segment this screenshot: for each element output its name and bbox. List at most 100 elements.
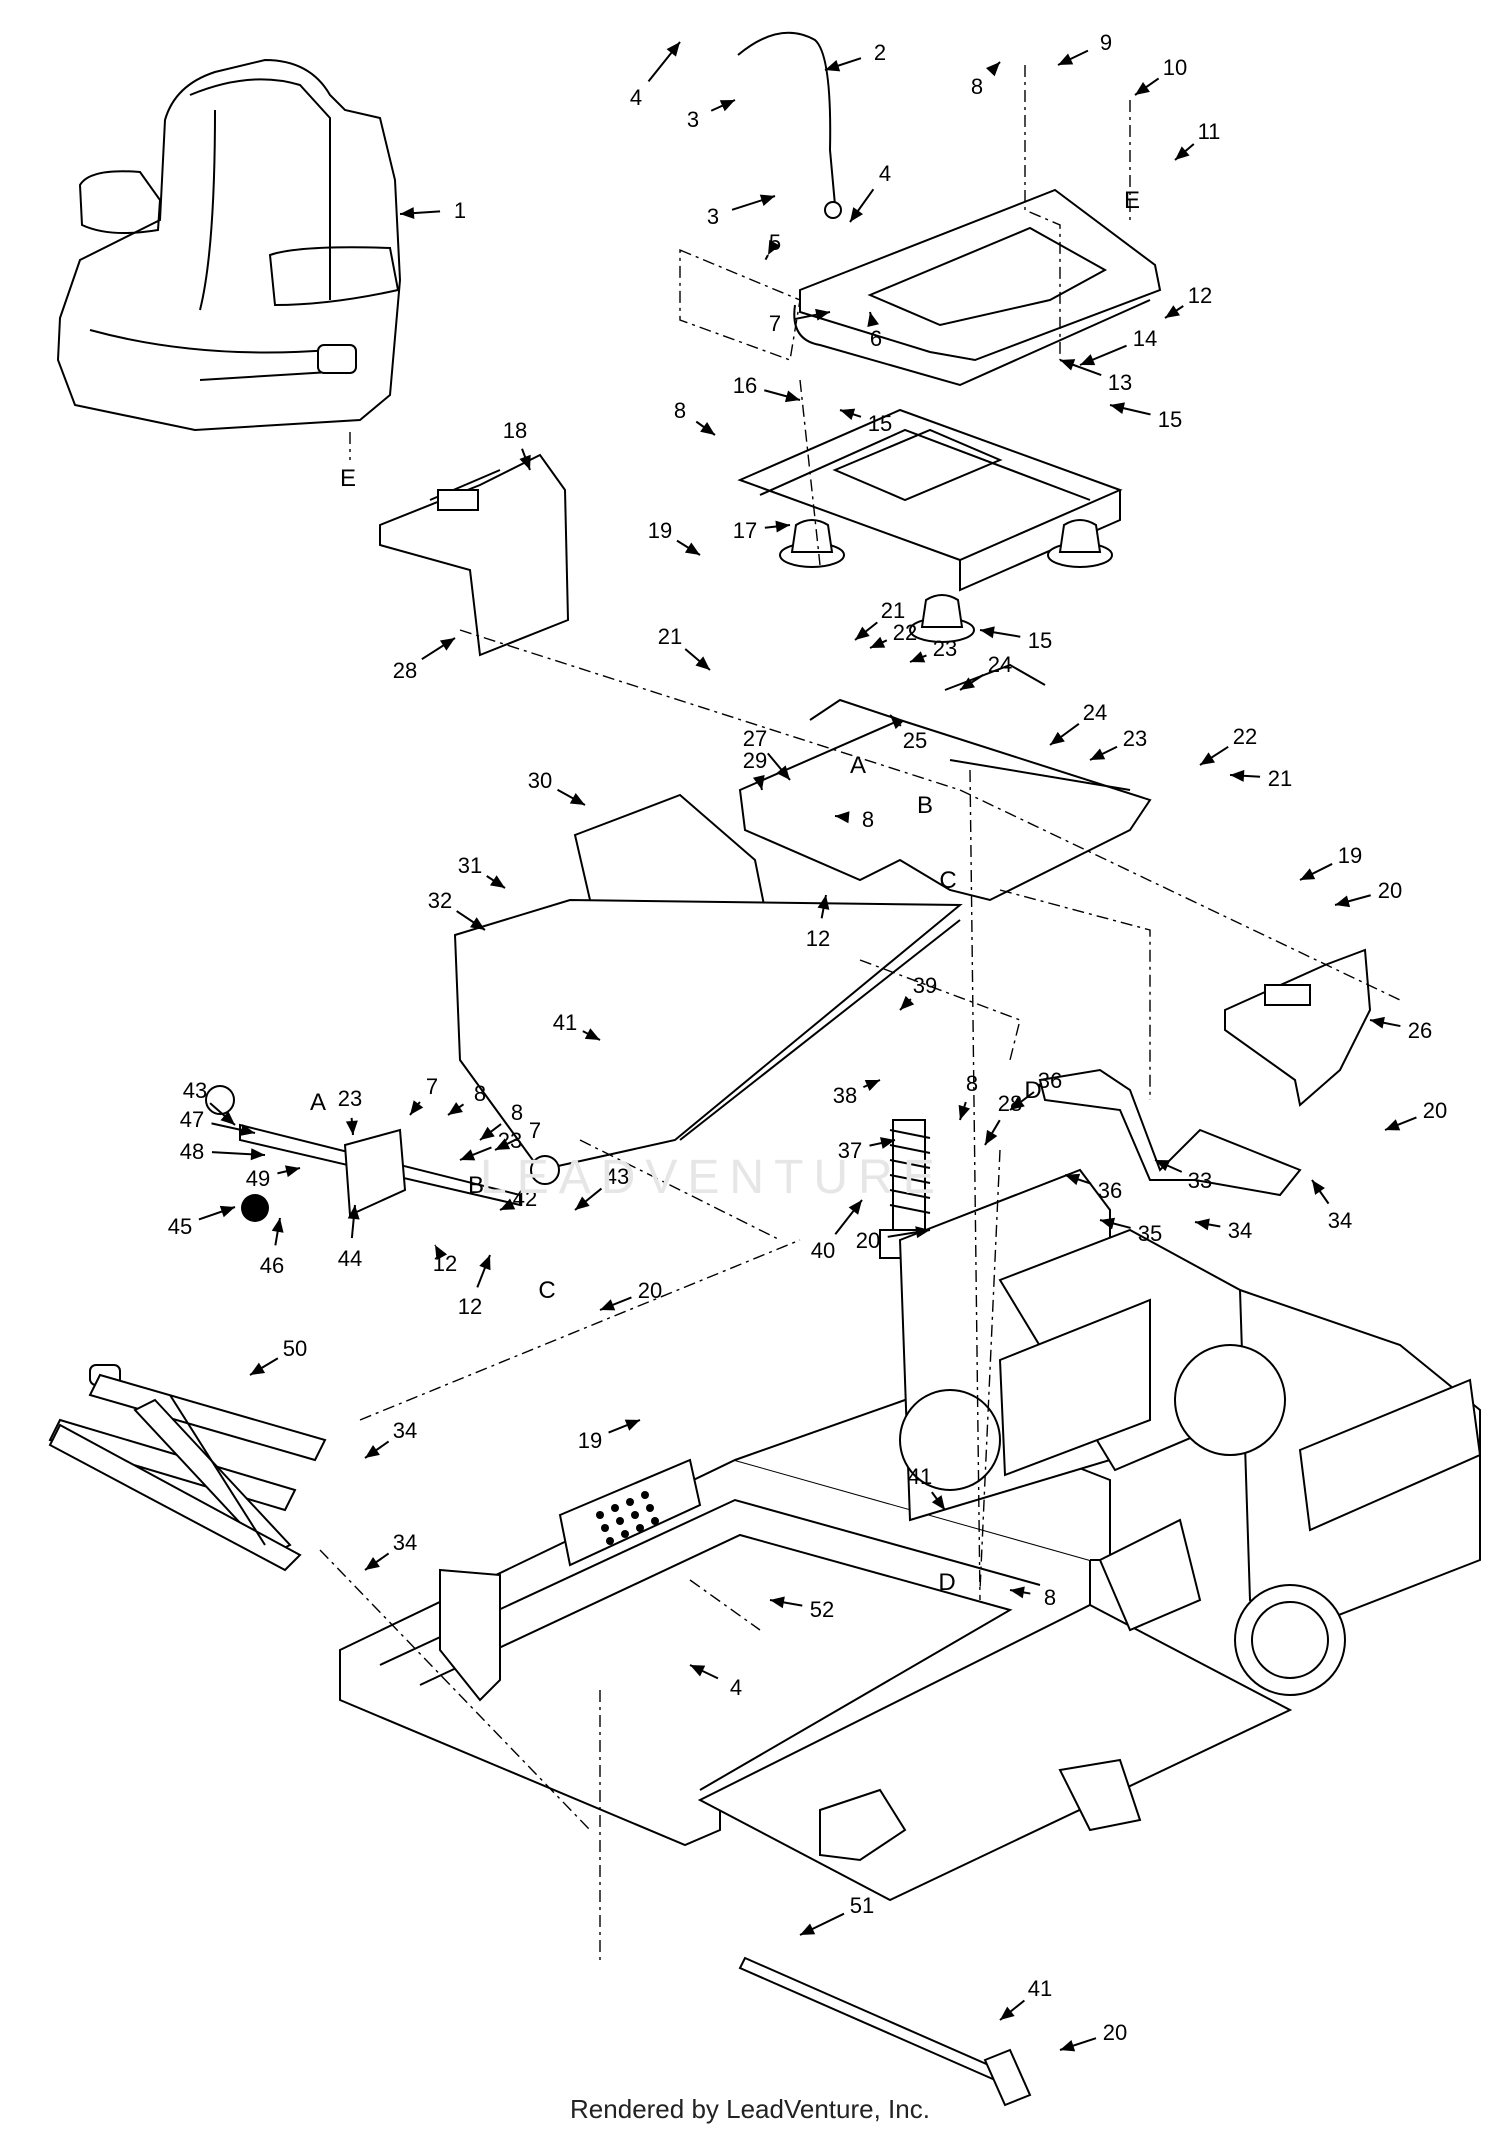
callout-number: 27 <box>743 726 767 751</box>
watermark-text: LEADVENTURE <box>480 1151 945 1204</box>
callout-number: 1 <box>454 198 466 223</box>
callout-arrowhead <box>400 207 415 220</box>
callout-arrowhead <box>240 1124 255 1136</box>
callout-number: 8 <box>1044 1585 1056 1610</box>
callout-number: 36 <box>1038 1068 1062 1093</box>
callout-24: 24 <box>1049 700 1107 746</box>
callout-number: 20 <box>1423 1098 1447 1123</box>
callout-number: 34 <box>393 1418 417 1443</box>
callout-number: 7 <box>769 311 781 336</box>
callout-18: 18 <box>503 418 531 471</box>
callout-number: 19 <box>578 1428 602 1453</box>
callout-number: 47 <box>180 1107 204 1132</box>
callout-21: 21 <box>658 624 711 671</box>
callout-20: 20 <box>1334 878 1402 908</box>
callout-24: 24 <box>959 652 1012 691</box>
callout-arrowhead <box>1100 1217 1116 1230</box>
callout-arrowhead <box>519 454 531 470</box>
reference-letter-c: C <box>939 867 956 894</box>
callout-number: 37 <box>838 1138 862 1163</box>
callout-33: 33 <box>1154 1159 1212 1193</box>
callout-number: 42 <box>513 1186 537 1211</box>
callout-arrowhead <box>250 1362 266 1375</box>
callout-number: 44 <box>338 1246 362 1271</box>
callout-number: 24 <box>1083 700 1107 725</box>
callout-arrowhead <box>490 875 505 888</box>
callout-arrowhead <box>817 895 830 910</box>
callout-number: 41 <box>1028 1976 1052 2001</box>
callout-arrowhead <box>825 59 841 72</box>
callout-arrowhead <box>900 995 915 1010</box>
callout-arrowhead <box>1385 1119 1401 1131</box>
callout-number: 17 <box>733 518 757 543</box>
callout-arrowhead <box>624 1419 640 1431</box>
callout-number: 8 <box>966 1071 978 1096</box>
callout-arrowhead <box>479 1255 491 1271</box>
callout-number: 11 <box>1198 119 1221 144</box>
callout-arrowhead <box>600 1299 616 1311</box>
callout-number: 12 <box>433 1251 457 1276</box>
callout-6: 6 <box>867 311 882 351</box>
callout-4: 4 <box>849 161 891 223</box>
callout-arrowhead <box>1175 146 1190 160</box>
callout-arrowhead <box>890 715 905 730</box>
callout-number: 8 <box>511 1100 523 1125</box>
reference-letter-a: A <box>310 1089 326 1116</box>
callout-arrowhead <box>980 626 995 639</box>
callout-34: 34 <box>1194 1218 1252 1243</box>
callout-12: 12 <box>1164 283 1212 319</box>
callout-number: 31 <box>458 853 482 878</box>
callout-number: 51 <box>850 1893 874 1918</box>
callout-48: 48 <box>180 1139 266 1164</box>
callout-arrowhead <box>584 1028 600 1040</box>
callout-arrowhead <box>410 1100 424 1115</box>
callout-number: 2 <box>874 40 886 65</box>
callout-arrowhead <box>1090 748 1106 760</box>
callout-30: 30 <box>528 768 586 806</box>
callout-23: 23 <box>1089 726 1147 761</box>
callout-arrowhead <box>666 42 680 57</box>
callout-number: 23 <box>933 636 957 661</box>
callout-27: 27 <box>743 726 791 781</box>
callout-arrowhead <box>1058 53 1074 65</box>
callout-9: 9 <box>1057 30 1112 66</box>
reference-letter-a: A <box>850 752 866 779</box>
callout-arrowhead <box>345 1120 358 1135</box>
callout-3: 3 <box>687 99 736 132</box>
callout-36: 36 <box>1009 1068 1062 1111</box>
callout-arrowhead <box>220 1111 235 1125</box>
callout-number: 23 <box>1123 726 1147 751</box>
callout-number: 12 <box>806 926 830 951</box>
callout-34: 34 <box>364 1530 417 1571</box>
tilt-bar-part <box>1038 1068 1302 1197</box>
callout-arrowhead <box>1010 1586 1025 1599</box>
callout-number: 21 <box>658 624 682 649</box>
callout-number: 20 <box>1378 878 1402 903</box>
callout-arrowhead <box>800 1923 816 1935</box>
footer-credit: Rendered by LeadVenture, Inc. <box>570 2094 930 2124</box>
callout-arrowhead <box>439 638 455 651</box>
callout-52: 52 <box>769 1596 834 1622</box>
callout-5: 5 <box>764 230 781 261</box>
seat-adjuster-part <box>737 408 1123 592</box>
reference-letter-e: E <box>1124 187 1140 214</box>
callout-number: 49 <box>246 1166 270 1191</box>
hinge-frame-part <box>738 663 1152 902</box>
callout-number: 24 <box>988 652 1012 677</box>
callout-arrowhead <box>695 656 710 670</box>
callout-4: 4 <box>630 41 681 110</box>
callout-number: 35 <box>1138 1221 1162 1246</box>
callout-31: 31 <box>458 853 506 889</box>
callout-arrowhead <box>759 194 775 207</box>
callout-number: 8 <box>474 1081 486 1106</box>
callout-arrowhead <box>1080 354 1096 366</box>
front-frame-part <box>48 1364 327 1572</box>
callout-arrowhead <box>840 408 856 421</box>
callout-arrowhead <box>480 1126 495 1140</box>
callout-number: 39 <box>913 973 937 998</box>
callout-number: 5 <box>769 230 781 255</box>
callout-number: 20 <box>1103 2020 1127 2045</box>
callout-number: 48 <box>180 1139 204 1164</box>
callout-41: 41 <box>999 1976 1052 2021</box>
callout-arrowhead <box>880 1137 895 1149</box>
